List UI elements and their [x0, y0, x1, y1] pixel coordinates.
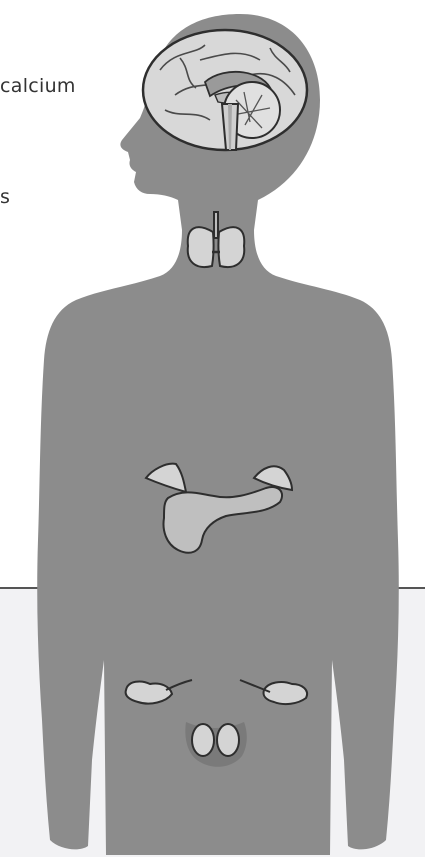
label-calcium: calcium [0, 75, 76, 97]
ovary-left [126, 682, 172, 704]
label-partial-s: s [0, 186, 10, 208]
ovary-right [263, 682, 307, 704]
brain [143, 30, 307, 150]
